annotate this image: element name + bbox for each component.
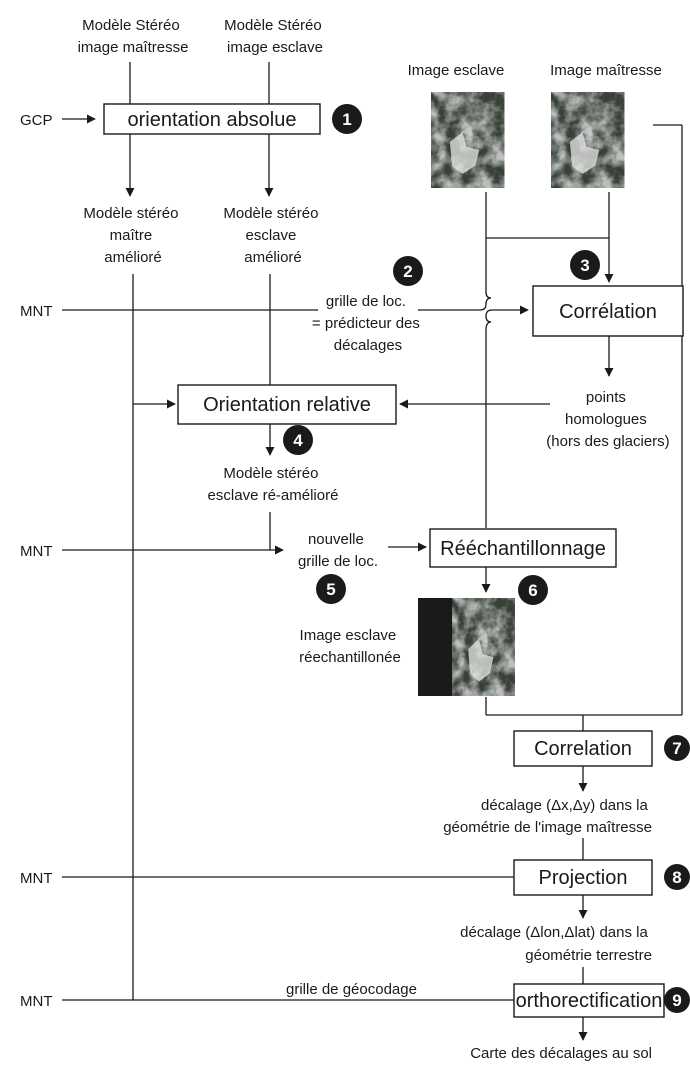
correlation-box-2: Correlation [513, 730, 653, 767]
slave-model-input: Modèle Stéréo image esclave [224, 17, 326, 56]
step-5-badge: 5 [316, 574, 346, 604]
final-offset-map-label: Carte des décalages au sol [470, 1045, 652, 1062]
loc-grid-label: grille de loc. = prédicteur des décalage… [312, 293, 424, 354]
correlation-2-label: Correlation [534, 738, 632, 760]
resampled-image-label: Image esclave réechantillonée [299, 627, 401, 666]
svg-text:2: 2 [403, 262, 412, 281]
svg-text:3: 3 [580, 256, 589, 275]
svg-text:6: 6 [528, 581, 537, 600]
orthorectification-box: orthorectification [513, 983, 665, 1018]
step-3-badge: 3 [570, 250, 600, 280]
mnt-label-4: MNT [20, 993, 53, 1010]
mnt-label-1: MNT [20, 303, 53, 320]
step-7-badge: 7 [664, 735, 690, 761]
svg-text:7: 7 [672, 739, 681, 758]
svg-text:8: 8 [672, 868, 681, 887]
master-model-input: Modèle Stéréo image maîtresse [78, 17, 189, 56]
projection-label: Projection [539, 867, 628, 889]
improved-master-model-label: Modèle stéréo maître amélioré [83, 205, 182, 266]
reimproved-slave-model-label: Modèle stéréo esclave ré-amélioré [208, 465, 339, 504]
resampled-image-thumbnail [418, 598, 515, 696]
slave-image-label: Image esclave [408, 62, 505, 79]
resampling-label: Rééchantillonnage [440, 538, 606, 560]
absolute-orientation-label: orientation absolue [127, 109, 296, 131]
geocoding-grid-label: grille de géocodage [286, 981, 417, 998]
step-4-badge: 4 [283, 425, 313, 455]
step-6-badge: 6 [518, 575, 548, 605]
mnt-label-2: MNT [20, 543, 53, 560]
orthorectification-label: orthorectification [516, 990, 663, 1012]
homologous-points-label: points homologues (hors des glaciers) [546, 389, 669, 450]
mnt-label-3: MNT [20, 870, 53, 887]
correlation-box-1: Corrélation [532, 285, 684, 337]
gcp-label: GCP [20, 112, 53, 129]
projection-box: Projection [513, 859, 653, 896]
resampling-box: Rééchantillonnage [429, 528, 617, 568]
step-1-badge: 1 [332, 104, 362, 134]
slave-image-thumbnail [431, 92, 505, 188]
offset-image-geometry-label: décalage (Δx,Δy) dans la géométrie de l'… [443, 797, 652, 836]
relative-orientation-label: Orientation relative [203, 394, 371, 416]
correlation-1-label: Corrélation [559, 301, 657, 323]
step-2-badge: 2 [393, 256, 423, 286]
step-9-badge: 9 [664, 987, 690, 1013]
offset-ground-geometry-label: décalage (Δlon,Δlat) dans la géométrie t… [460, 924, 652, 964]
absolute-orientation-box: orientation absolue [103, 103, 321, 135]
improved-slave-model-label: Modèle stéréo esclave amélioré [223, 205, 322, 266]
svg-text:5: 5 [326, 580, 335, 599]
svg-text:4: 4 [293, 431, 303, 450]
new-grid-label: nouvelle grille de loc. [298, 531, 378, 570]
relative-orientation-box: Orientation relative [177, 384, 397, 425]
svg-text:9: 9 [672, 991, 681, 1010]
master-image-label: Image maîtresse [550, 62, 662, 79]
step-8-badge: 8 [664, 864, 690, 890]
svg-text:1: 1 [342, 110, 351, 129]
master-image-thumbnail [551, 92, 625, 188]
